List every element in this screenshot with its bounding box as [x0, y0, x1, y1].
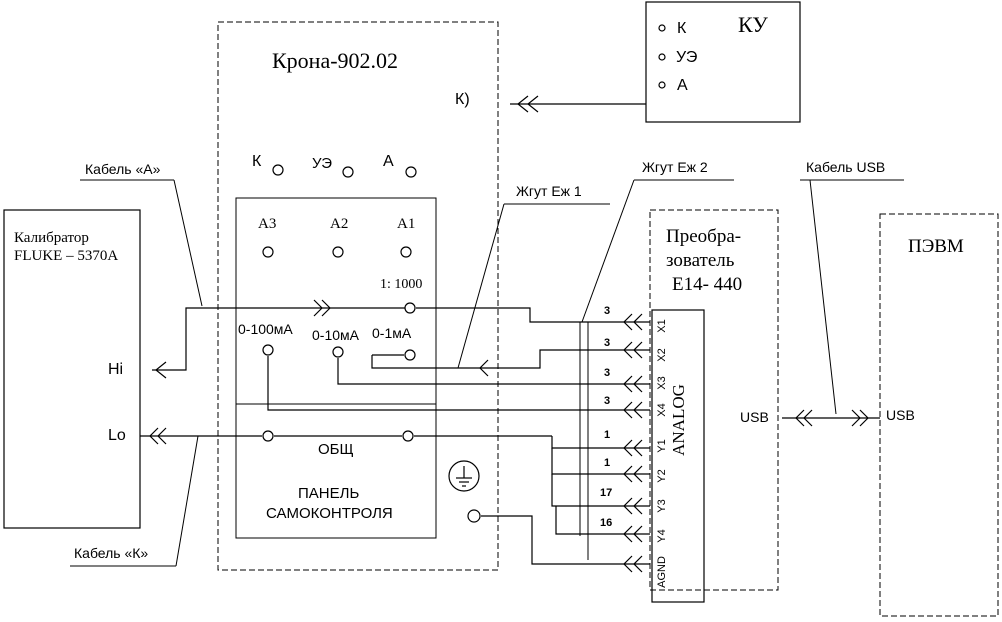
terminal-10ma	[332, 346, 344, 358]
harness1-label: Жгут Еж 1	[516, 183, 582, 199]
wire-x4	[267, 356, 650, 411]
wire-number: 3	[604, 367, 610, 379]
range-led-a3	[262, 246, 274, 258]
leader-lines	[173, 179, 837, 567]
calibrator-line2: FLUKE – 5370A	[14, 248, 118, 264]
wire-x2	[371, 349, 650, 369]
krona-terminal-k	[272, 164, 284, 176]
range-10ma-label: 0-10мА	[312, 327, 360, 343]
krona-terminal-a-label: А	[383, 153, 394, 170]
panel-label-line2: САМОКОНТРОЛЯ	[266, 505, 393, 522]
pin-y2: Y2	[656, 469, 668, 482]
range-label-a2: А2	[330, 216, 348, 232]
terminal-1ma	[404, 349, 416, 361]
usb-cable	[782, 409, 880, 427]
wire-number: 3	[604, 305, 610, 317]
calibrator-hi: Hi	[108, 361, 123, 378]
krona-title: Крона-902.02	[272, 48, 398, 73]
cable-a-label: Кабель «А»	[85, 161, 161, 177]
wire-cable-a	[152, 299, 405, 379]
krona-terminal-ue	[342, 166, 354, 178]
pc-title: ПЭВМ	[908, 236, 964, 257]
range-100ma-label: 0-100мА	[238, 321, 293, 337]
pin-agnd: AGND	[656, 556, 668, 588]
ku-cable-connector	[510, 95, 646, 113]
ku-pin-ue-dot	[658, 53, 666, 61]
converter-pins: X1 X2 X3 X4 Y1 Y2 Y3 Y4 AGND	[656, 319, 668, 588]
ku-pin-a-dot	[658, 81, 666, 89]
harness1-connector	[479, 359, 489, 377]
converter-line3: Е14- 440	[672, 274, 742, 295]
wire-cable-k	[140, 427, 402, 445]
pin-x4: X4	[656, 403, 668, 416]
pin-y1: Y1	[656, 439, 668, 452]
range-led-a2	[332, 246, 344, 258]
pin-y3: Y3	[656, 499, 668, 512]
terminal-common-left	[262, 430, 274, 442]
converter-usb-label: USB	[740, 409, 769, 425]
ku-title: КУ	[738, 12, 768, 37]
range-led-a1	[400, 246, 412, 258]
krona-terminal-k-label: К	[252, 153, 262, 170]
ku-pin-k-dot	[658, 24, 666, 32]
wire-y-bus	[414, 322, 650, 560]
converter-line2: зователь	[666, 250, 735, 271]
calibrator-box	[3, 209, 141, 529]
krona-device-box	[217, 21, 499, 571]
panel-label-line1: ПАНЕЛЬ	[298, 485, 359, 502]
cable-k-label: Кабель «К»	[74, 545, 148, 561]
range-label-a3: А3	[258, 216, 276, 232]
krona-terminal-ue-label: УЭ	[312, 155, 332, 172]
range-label-a1: А1	[397, 216, 415, 232]
wire-agnd	[481, 515, 650, 565]
krona-terminal-a	[405, 166, 417, 178]
converter-analog-block	[651, 309, 705, 603]
pin-y4: Y4	[656, 529, 668, 542]
wire-number: 1	[604, 429, 610, 441]
wire-number: 17	[600, 487, 612, 499]
wire-x1	[416, 307, 650, 323]
wire-number: 3	[604, 395, 610, 407]
converter-input-connectors	[623, 313, 643, 573]
wire-number: 1	[604, 457, 610, 469]
terminal-ground	[467, 509, 481, 523]
ground-icon	[448, 460, 480, 492]
wire-number: 16	[600, 517, 612, 529]
cable-usb-label: Кабель USB	[806, 159, 885, 175]
common-label: ОБЩ	[318, 441, 354, 458]
converter-analog-label: ANALOG	[669, 384, 688, 456]
krona-ku-port: К)	[455, 91, 470, 108]
terminal-100ma	[262, 344, 274, 356]
ku-box	[645, 1, 801, 123]
pin-x2: X2	[656, 348, 668, 361]
wire-x3	[337, 358, 650, 385]
calibrator-line1: Калибратор	[14, 230, 89, 246]
wire-number: 3	[604, 337, 610, 349]
pin-x3: X3	[656, 376, 668, 389]
pc-usb-label: USB	[886, 407, 915, 423]
ku-pin-k: К	[677, 20, 687, 37]
pin-x1: X1	[656, 319, 668, 332]
ratio-label: 1: 1000	[380, 277, 422, 292]
converter-dashed-box	[649, 209, 779, 591]
ku-pin-ue: УЭ	[676, 49, 697, 66]
range-1ma-label: 0-1мА	[372, 325, 412, 341]
pc-dashed-box	[879, 213, 999, 617]
calibrator-lo: Lo	[108, 427, 126, 444]
converter-line1: Преобра-	[666, 226, 741, 247]
ku-pin-a: А	[677, 77, 688, 94]
terminal-common-right	[402, 430, 414, 442]
terminal-ratio	[404, 302, 416, 314]
harness2-label: Жгут Еж 2	[642, 159, 708, 175]
wire-numbers: 3 3 3 3 1 1 17 16	[600, 305, 612, 529]
